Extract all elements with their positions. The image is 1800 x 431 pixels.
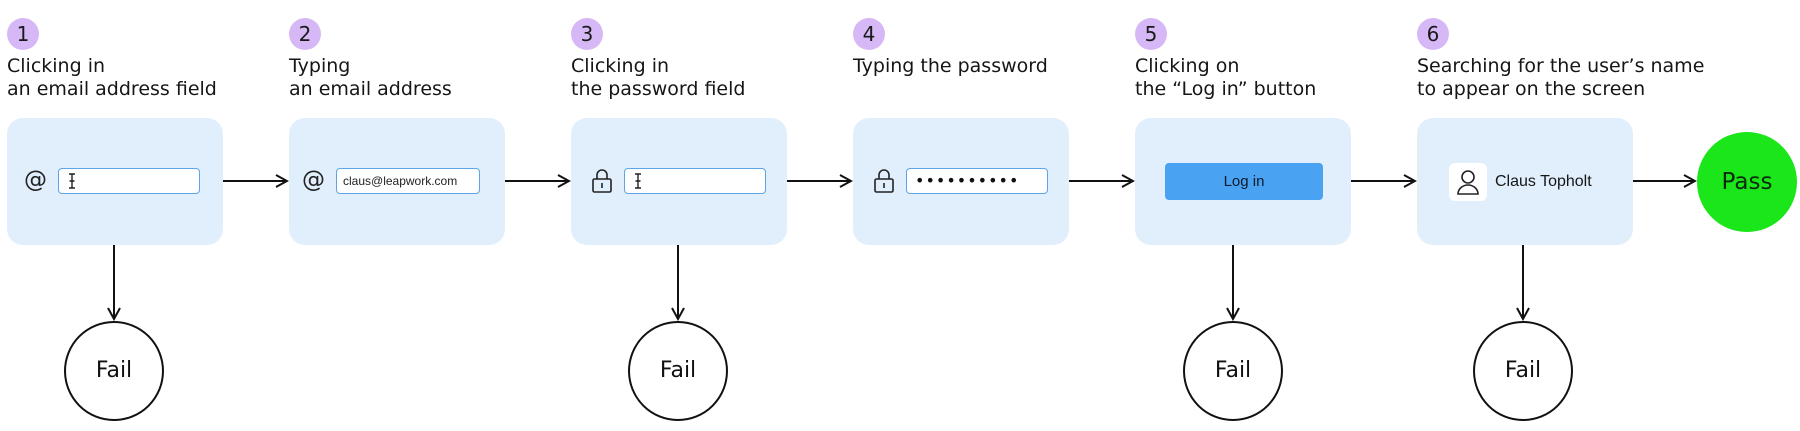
fail-node-step-5: Fail	[1183, 321, 1283, 421]
step-number-badge: 2	[289, 18, 321, 50]
step-card: Claus Topholt	[1417, 118, 1633, 245]
step-number-badge: 4	[853, 18, 885, 50]
password-field[interactable]	[624, 168, 766, 194]
step-card: ••••••••••	[853, 118, 1069, 245]
step-card: Log in	[1135, 118, 1351, 245]
step-title: Clicking in the password field	[571, 55, 746, 100]
avatar	[1449, 163, 1487, 201]
step-number-badge: 6	[1417, 18, 1449, 50]
email-field[interactable]: claus@leapwork.com	[336, 168, 480, 194]
step-title: Typing an email address	[289, 55, 452, 100]
log-in-button[interactable]: Log in	[1165, 163, 1323, 200]
step-card: @	[7, 118, 223, 245]
step-number-badge: 3	[571, 18, 603, 50]
text-cursor-icon	[69, 173, 75, 189]
fail-node-step-3: Fail	[628, 321, 728, 421]
step-title: Searching for the user’s name to appear …	[1417, 55, 1705, 100]
fail-node-step-6: Fail	[1473, 321, 1573, 421]
user-name-label: Claus Topholt	[1495, 173, 1592, 190]
step-title: Clicking in an email address field	[7, 55, 217, 100]
email-value: claus@leapwork.com	[343, 174, 458, 188]
email-field[interactable]	[58, 168, 200, 194]
text-cursor-icon	[635, 173, 641, 189]
step-number-badge: 1	[7, 18, 39, 50]
step-number-badge: 5	[1135, 18, 1167, 50]
at-sign-icon: @	[302, 167, 325, 193]
at-sign-icon: @	[24, 167, 47, 193]
step-title: Clicking on the “Log in” button	[1135, 55, 1317, 100]
step-title: Typing the password	[853, 55, 1048, 77]
user-icon	[1457, 170, 1479, 195]
lock-icon	[874, 169, 894, 193]
password-value: ••••••••••	[915, 171, 1020, 190]
lock-icon	[592, 169, 612, 193]
step-card	[571, 118, 787, 245]
pass-node: Pass	[1697, 132, 1797, 232]
password-field[interactable]: ••••••••••	[906, 168, 1048, 194]
fail-node-step-1: Fail	[64, 321, 164, 421]
step-card: @ claus@leapwork.com	[289, 118, 505, 245]
